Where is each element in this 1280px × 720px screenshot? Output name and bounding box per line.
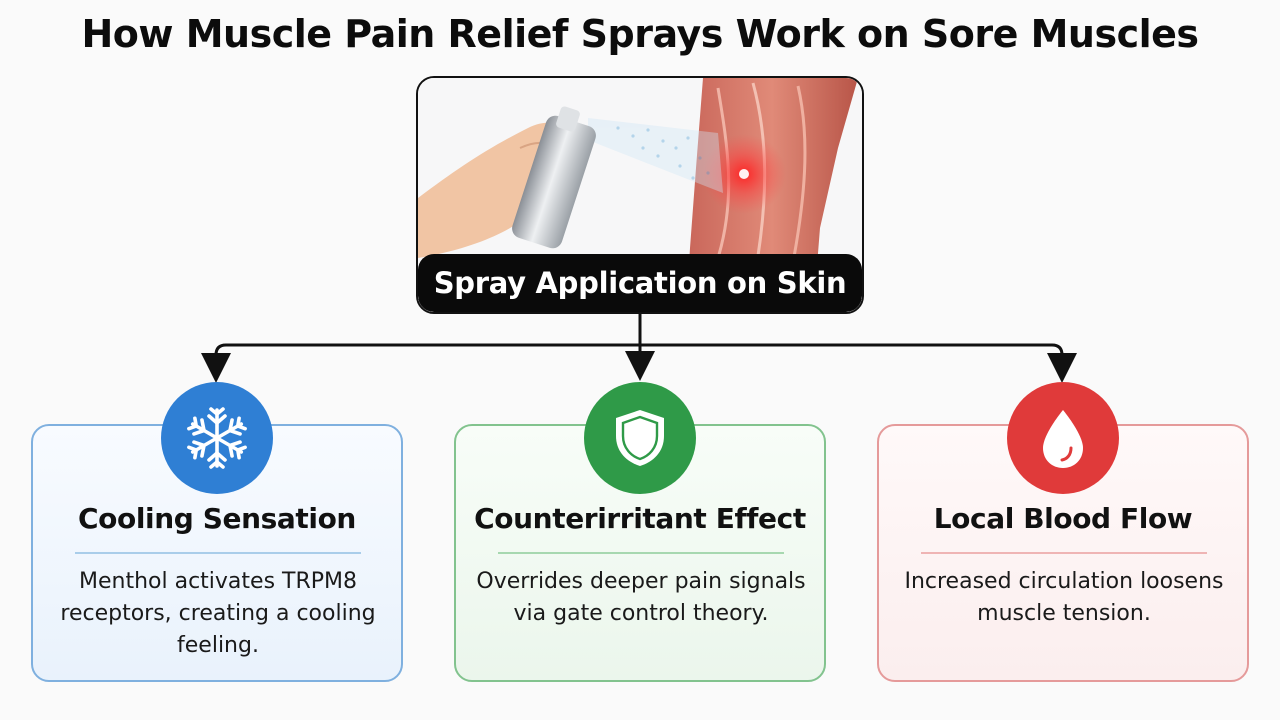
- blood-drop-icon: [1007, 382, 1119, 494]
- card-description: Menthol activates TRPM8 receptors, creat…: [60, 569, 376, 658]
- connector-right: [640, 343, 1077, 383]
- card-divider: [921, 552, 1207, 554]
- spray-can-graphic: [512, 106, 596, 249]
- card-divider: [498, 552, 784, 554]
- card-description: Increased circulation loosens muscle ten…: [904, 569, 1224, 626]
- spray-mist-graphic: [588, 118, 723, 193]
- connector-left: [201, 343, 640, 383]
- page-title: How Muscle Pain Relief Sprays Work on So…: [81, 12, 1199, 56]
- card-title: Cooling Sensation: [78, 502, 356, 535]
- card-title: Local Blood Flow: [933, 502, 1193, 535]
- spray-application-caption: Spray Application on Skin: [418, 254, 862, 312]
- card-description: Overrides deeper pain signals via gate c…: [476, 569, 806, 626]
- card-divider: [75, 552, 361, 554]
- spray-application-panel: Spray Application on Skin: [416, 76, 864, 314]
- card-title: Counterirritant Effect: [474, 502, 806, 535]
- shield-icon: [584, 382, 696, 494]
- snowflake-icon: [161, 382, 273, 494]
- local-blood-flow-card: Local Blood Flow Increased circulation l…: [877, 424, 1249, 682]
